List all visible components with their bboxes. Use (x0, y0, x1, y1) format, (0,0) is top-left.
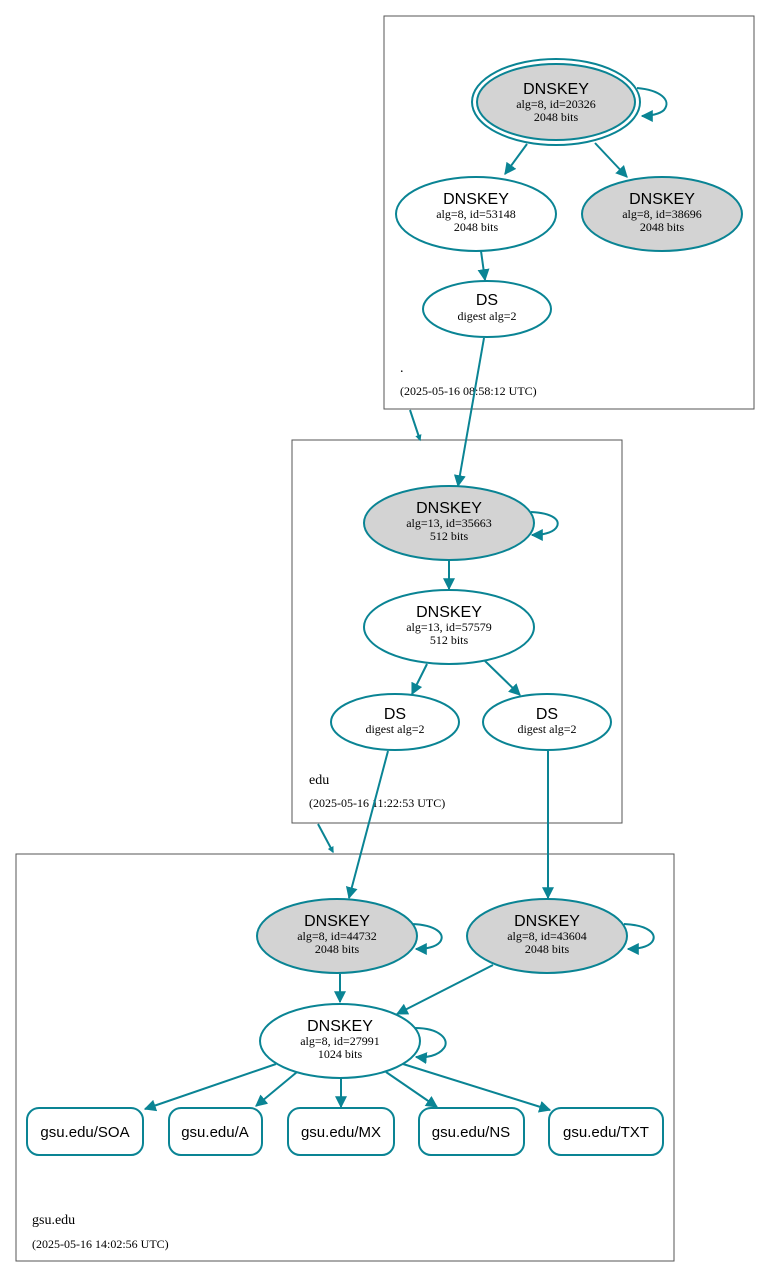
edge-gsu-ksk2-self (623, 923, 655, 955)
node-title: DNSKEY (514, 913, 580, 930)
delegation-arrow-edu-gsu (317, 823, 334, 854)
node-root-ksk[interactable]: DNSKEY alg=8, id=20326 2048 bits (471, 58, 641, 146)
edge-edu-zsk-ds1 (411, 663, 428, 696)
node-key-size: 2048 bits (525, 942, 570, 956)
node-key-params: alg=8, id=27991 (300, 1034, 380, 1048)
zone-edu: edu (2025-05-16 11:22:53 UTC) (291, 439, 623, 824)
node-edu-ksk[interactable]: DNSKEY alg=13, id=35663 512 bits (363, 485, 535, 561)
zone-edu-timestamp: (2025-05-16 11:22:53 UTC) (309, 796, 445, 810)
node-key-params: alg=8, id=53148 (436, 207, 516, 221)
node-digest: digest alg=2 (365, 722, 424, 736)
edge-gsu-ksk1-self (411, 923, 443, 955)
node-title: DS (536, 706, 558, 723)
edge-edu-ds1-gsu-ksk1 (345, 750, 389, 900)
zone-gsu-border (15, 853, 675, 1262)
rrset-txt[interactable]: gsu.edu/TXT (548, 1107, 664, 1156)
node-edu-ds-1[interactable]: DS digest alg=2 (330, 693, 460, 751)
node-key-size: 2048 bits (534, 110, 579, 124)
node-digest: digest alg=2 (517, 722, 576, 736)
edge-gsu-zsk-self (414, 1027, 447, 1065)
zone-root-name: . (400, 361, 404, 376)
rrset-soa[interactable]: gsu.edu/SOA (26, 1107, 144, 1156)
node-key-size: 512 bits (430, 633, 469, 647)
zone-edu-border (291, 439, 623, 824)
delegation-arrow-root-edu (409, 409, 422, 442)
edge-root-ksk-self (636, 87, 668, 122)
node-title: DNSKEY (629, 191, 695, 208)
node-key-size: 2048 bits (315, 942, 360, 956)
rrset-label: gsu.edu/SOA (40, 1124, 129, 1141)
zone-root: . (2025-05-16 08:58:12 UTC) (383, 15, 755, 410)
rrset-a[interactable]: gsu.edu/A (168, 1107, 263, 1156)
node-key-params: alg=8, id=38696 (622, 207, 702, 221)
edge-zsk-soa (143, 1063, 277, 1112)
zone-root-timestamp: (2025-05-16 08:58:12 UTC) (400, 384, 537, 398)
rrset-label: gsu.edu/TXT (563, 1124, 649, 1141)
zone-gsu-timestamp: (2025-05-16 14:02:56 UTC) (32, 1237, 169, 1251)
edge-zsk-ns (385, 1071, 438, 1108)
node-key-params: alg=8, id=43604 (507, 929, 587, 943)
edge-gsu-ksk2-zsk (395, 964, 494, 1015)
node-title: DNSKEY (304, 913, 370, 930)
edges (143, 87, 668, 1113)
node-gsu-zsk-27991[interactable]: DNSKEY alg=8, id=27991 1024 bits (259, 1003, 421, 1079)
node-gsu-ksk-43604[interactable]: DNSKEY alg=8, id=43604 2048 bits (466, 898, 628, 974)
node-edu-zsk[interactable]: DNSKEY alg=13, id=57579 512 bits (363, 589, 535, 665)
node-root-zsk-53148[interactable]: DNSKEY alg=8, id=53148 2048 bits (395, 176, 557, 252)
node-title: DNSKEY (443, 191, 509, 208)
edge-root-ksk-zsk1 (504, 143, 528, 175)
node-title: DNSKEY (416, 500, 482, 517)
node-root-ds[interactable]: DS digest alg=2 (422, 280, 552, 338)
edge-zsk-a (255, 1071, 298, 1107)
node-edu-ds-2[interactable]: DS digest alg=2 (482, 693, 612, 751)
edge-root-ds-edu-ksk (453, 337, 485, 488)
edge-root-zsk1-ds (477, 250, 490, 282)
zone-gsu-name: gsu.edu (32, 1213, 75, 1228)
zone-edu-name: edu (309, 773, 329, 788)
node-key-params: alg=8, id=20326 (516, 97, 596, 111)
rrset-label: gsu.edu/A (181, 1124, 249, 1141)
node-key-size: 2048 bits (640, 220, 685, 234)
edge-zsk-txt (402, 1063, 552, 1113)
edge-root-ksk-zsk2 (594, 142, 628, 178)
edge-edu-zsk-ds2 (484, 660, 521, 696)
node-title: DNSKEY (307, 1018, 373, 1035)
zone-root-border (383, 15, 755, 410)
rrset-ns[interactable]: gsu.edu/NS (418, 1107, 525, 1156)
rrset-mx[interactable]: gsu.edu/MX (287, 1107, 395, 1156)
node-title: DS (384, 706, 406, 723)
node-title: DNSKEY (416, 604, 482, 621)
node-gsu-ksk-44732[interactable]: DNSKEY alg=8, id=44732 2048 bits (256, 898, 418, 974)
node-key-params: alg=8, id=44732 (297, 929, 377, 943)
rrset-label: gsu.edu/MX (301, 1124, 381, 1141)
node-digest: digest alg=2 (457, 309, 516, 323)
node-title: DS (476, 292, 498, 309)
rrset-label: gsu.edu/NS (432, 1124, 510, 1141)
node-key-size: 512 bits (430, 529, 469, 543)
node-key-params: alg=13, id=57579 (406, 620, 492, 634)
node-key-size: 1024 bits (318, 1047, 363, 1061)
node-key-size: 2048 bits (454, 220, 499, 234)
node-root-zsk-38696[interactable]: DNSKEY alg=8, id=38696 2048 bits (581, 176, 743, 252)
zone-gsu: gsu.edu (2025-05-16 14:02:56 UTC) (15, 853, 675, 1262)
node-title: DNSKEY (523, 81, 589, 98)
node-key-params: alg=13, id=35663 (406, 516, 492, 530)
edge-edu-ksk-self (530, 511, 559, 541)
